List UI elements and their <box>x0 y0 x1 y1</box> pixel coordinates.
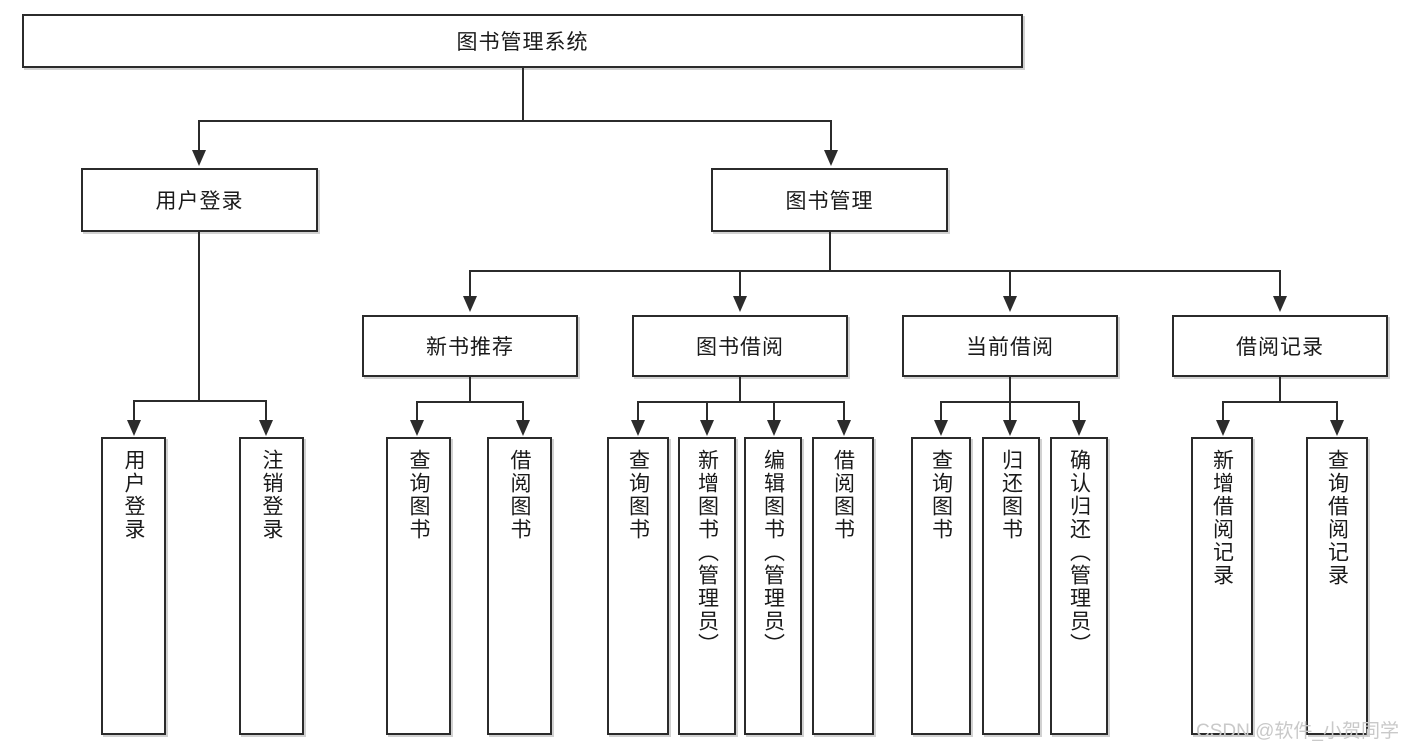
connector-borrow-record-drop-2 <box>1336 401 1338 422</box>
node-book-borrow[interactable]: 图书借阅 <box>632 315 848 377</box>
connector-current-borrow-drop-1 <box>940 401 942 422</box>
arrowhead-user-login-1 <box>127 420 141 436</box>
node-label: 查询借阅记录 <box>1325 449 1349 587</box>
node-label: 用户登录 <box>155 190 244 213</box>
connector-book-borrow-drop-2 <box>706 401 708 422</box>
connector-new-book-bus <box>416 401 524 403</box>
connector-book-management-stem <box>829 232 831 270</box>
node-label: 编辑图书（管理员） <box>761 449 785 656</box>
node-label: 借阅图书 <box>508 449 531 541</box>
leaf-record-query-borrow-record[interactable]: 查询借阅记录 <box>1306 437 1368 735</box>
connector-book-borrow-bus <box>637 401 845 403</box>
node-label: 查询图书 <box>626 449 650 541</box>
node-root-book-management-system[interactable]: 图书管理系统 <box>22 14 1023 68</box>
leaf-new-book-query-book[interactable]: 查询图书 <box>386 437 451 735</box>
node-borrow-record[interactable]: 借阅记录 <box>1172 315 1388 377</box>
node-label: 查询图书 <box>407 449 430 541</box>
connector-user-login-stem <box>198 232 200 402</box>
connector-user-login-bus <box>133 400 265 402</box>
arrowhead-borrow-record-1 <box>1216 420 1230 436</box>
node-label: 图书管理系统 <box>456 31 589 54</box>
arrowhead-new-book-2 <box>516 420 530 436</box>
connector-current-borrow-stem <box>1009 377 1011 403</box>
connector-current-borrow-drop-3 <box>1078 401 1080 422</box>
arrowhead-book-borrow-1 <box>631 420 645 436</box>
node-label: 确认归还（管理员） <box>1067 449 1091 656</box>
node-label: 新增图书（管理员） <box>695 449 719 656</box>
arrowhead-book-borrow-2 <box>700 420 714 436</box>
arrowhead-level3-1 <box>463 296 477 312</box>
node-label: 新书推荐 <box>426 336 514 359</box>
arrowhead-current-borrow-1 <box>934 420 948 436</box>
connector-level2-bus <box>198 120 832 122</box>
arrowhead-level2-1 <box>192 150 206 166</box>
node-label: 查询图书 <box>929 449 953 541</box>
node-user-login[interactable]: 用户登录 <box>81 168 318 232</box>
node-label: 新增借阅记录 <box>1210 449 1234 587</box>
connector-root-stem <box>522 68 524 120</box>
arrowhead-book-borrow-4 <box>837 420 851 436</box>
connector-level3-drop-2 <box>739 270 741 298</box>
node-current-borrow[interactable]: 当前借阅 <box>902 315 1118 377</box>
connector-level3-bus <box>469 270 1280 272</box>
connector-level3-drop-1 <box>469 270 471 298</box>
arrowhead-current-borrow-2 <box>1003 420 1017 436</box>
leaf-borrow-query-book[interactable]: 查询图书 <box>607 437 669 735</box>
csdn-watermark: CSDN @软件_小贺同学 <box>1196 721 1399 742</box>
connector-book-borrow-stem <box>739 377 741 403</box>
arrowhead-user-login-2 <box>259 420 273 436</box>
connector-level2-drop-2 <box>830 120 832 152</box>
leaf-record-add-borrow-record[interactable]: 新增借阅记录 <box>1191 437 1253 735</box>
leaf-current-confirm-return-admin[interactable]: 确认归还（管理员） <box>1050 437 1108 735</box>
node-book-management[interactable]: 图书管理 <box>711 168 948 232</box>
leaf-user-login[interactable]: 用户登录 <box>101 437 166 735</box>
leaf-current-query-book[interactable]: 查询图书 <box>911 437 971 735</box>
arrowhead-new-book-1 <box>410 420 424 436</box>
connector-new-book-drop-1 <box>416 401 418 422</box>
arrowhead-level3-4 <box>1273 296 1287 312</box>
node-label: 借阅图书 <box>831 449 855 541</box>
arrowhead-borrow-record-2 <box>1330 420 1344 436</box>
arrowhead-book-borrow-3 <box>767 420 781 436</box>
arrowhead-level2-2 <box>824 150 838 166</box>
arrowhead-current-borrow-3 <box>1072 420 1086 436</box>
connector-book-borrow-drop-4 <box>843 401 845 422</box>
node-label: 当前借阅 <box>966 336 1054 359</box>
connector-level3-drop-4 <box>1279 270 1281 298</box>
connector-user-login-drop-2 <box>265 400 267 422</box>
arrowhead-level3-3 <box>1003 296 1017 312</box>
connector-new-book-stem <box>469 377 471 403</box>
connector-level2-drop-1 <box>198 120 200 152</box>
node-label: 归还图书 <box>999 449 1023 541</box>
node-label: 注销登录 <box>260 449 283 541</box>
connector-current-borrow-drop-2 <box>1009 401 1011 422</box>
connector-new-book-drop-2 <box>522 401 524 422</box>
leaf-logout[interactable]: 注销登录 <box>239 437 304 735</box>
leaf-borrow-add-book-admin[interactable]: 新增图书（管理员） <box>678 437 736 735</box>
connector-level3-drop-3 <box>1009 270 1011 298</box>
leaf-borrow-borrow-book[interactable]: 借阅图书 <box>812 437 874 735</box>
node-label: 用户登录 <box>122 449 145 541</box>
connector-borrow-record-drop-1 <box>1222 401 1224 422</box>
connector-borrow-record-bus <box>1222 401 1338 403</box>
node-new-book-recommend[interactable]: 新书推荐 <box>362 315 578 377</box>
leaf-current-return-book[interactable]: 归还图书 <box>982 437 1040 735</box>
connector-user-login-drop-1 <box>133 400 135 422</box>
connector-book-borrow-drop-3 <box>773 401 775 422</box>
arrowhead-level3-2 <box>733 296 747 312</box>
leaf-borrow-edit-book-admin[interactable]: 编辑图书（管理员） <box>744 437 802 735</box>
connector-borrow-record-stem <box>1279 377 1281 403</box>
node-label: 借阅记录 <box>1236 336 1324 359</box>
connector-book-borrow-drop-1 <box>637 401 639 422</box>
node-label: 图书管理 <box>785 190 874 213</box>
node-label: 图书借阅 <box>696 336 784 359</box>
leaf-new-book-borrow-book[interactable]: 借阅图书 <box>487 437 552 735</box>
